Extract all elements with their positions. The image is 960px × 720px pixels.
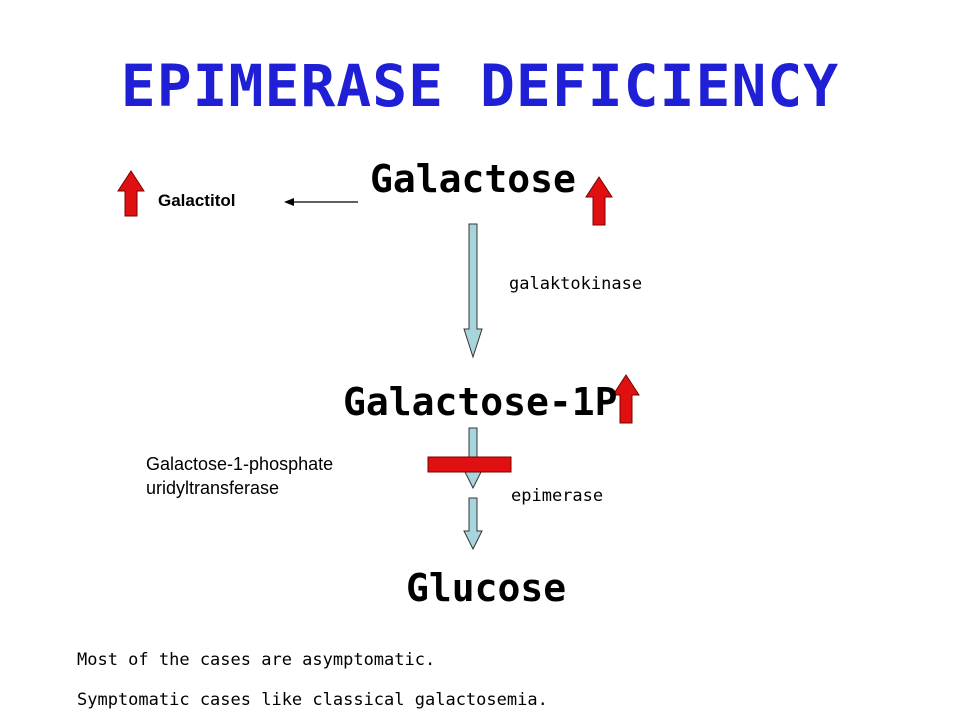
galaktokinase-pathway-arrow [463,223,483,359]
epimerase-pathway-arrow [463,497,483,551]
note-symptomatic: Symptomatic cases like classical galacto… [77,690,548,710]
galactitol-side-arrow [284,198,358,206]
galactitol-increase-arrow-icon [117,170,145,217]
galactose-1p-increase-arrow-icon [612,374,640,424]
transferase-label: Galactose-1-phosphate uridyltransferase [146,452,333,500]
note-asymptomatic: Most of the cases are asymptomatic. [77,650,436,670]
transferase-label-line1: Galactose-1-phosphate [146,454,334,474]
galactose-1p-node: Galactose-1P [343,380,618,424]
transferase-label-line2: uridyltransferase [146,478,280,498]
slide-title: EPIMERASE DEFICIENCY [120,52,840,120]
galaktokinase-label: galaktokinase [509,274,643,294]
galactose-increase-arrow-icon [585,176,613,226]
blocked-step-bar-icon [427,456,512,473]
galactose-node: Galactose [370,157,576,201]
glucose-node: Glucose [406,566,567,610]
galactitol-label: Galactitol [158,191,236,210]
epimerase-label: epimerase [511,486,604,506]
